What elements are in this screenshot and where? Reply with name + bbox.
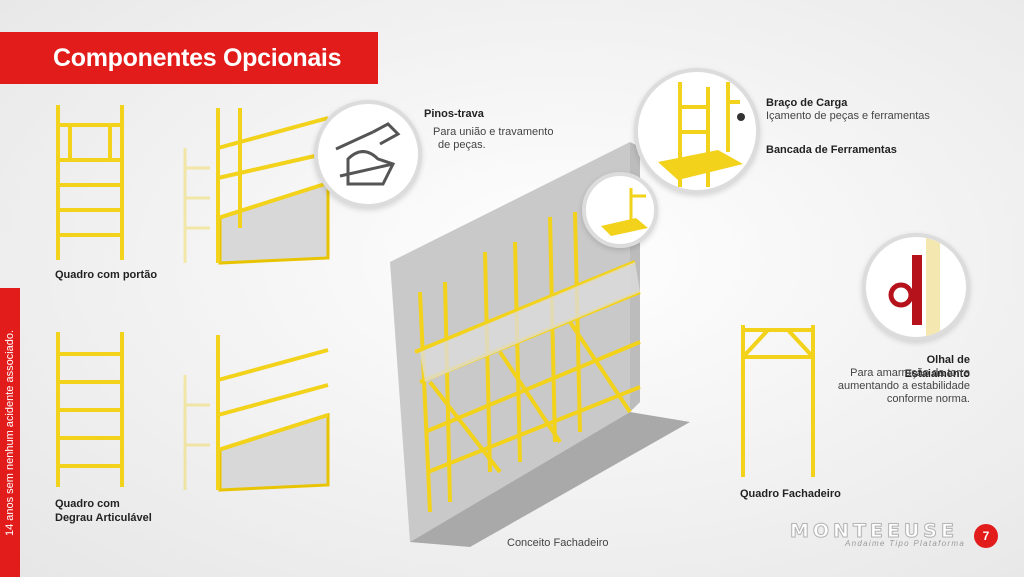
load-arm-icon — [658, 82, 745, 187]
eye-bolt-icon — [888, 237, 940, 337]
page-title: Componentes Opcionais — [0, 32, 378, 84]
pin-icon — [335, 122, 401, 186]
pins-title: Pinos-trava — [424, 108, 484, 120]
page-number: 7 — [974, 524, 998, 548]
gate-frame-label: Quadro com portão — [55, 269, 158, 281]
bench-small-callout — [582, 172, 658, 248]
bench-small-icon — [601, 188, 648, 236]
arm-callout — [634, 68, 760, 194]
facade-frame-label: Quadro Fachadeiro — [740, 488, 841, 500]
arm-desc: Içamento de peças e ferramentas — [766, 110, 930, 122]
step-platform-illustration — [183, 335, 330, 492]
eye-callout — [862, 233, 970, 341]
brand-tagline: Andaime Tipo Plataforma — [845, 539, 966, 548]
eye-desc-1: Para amarração da torre — [850, 367, 970, 379]
facade-concept-illustration — [390, 142, 690, 547]
side-banner: 14 anos sem nenhum acidente associado. — [0, 288, 20, 577]
pins-desc-2: de peças. — [438, 139, 486, 151]
step-frame-illustration — [56, 332, 124, 487]
page-title-text: Componentes Opcionais — [53, 43, 342, 72]
eye-desc-3: conforme norma. — [886, 393, 970, 405]
pins-desc-1: Para união e travamento — [433, 126, 554, 138]
bench-title: Bancada de Ferramentas — [766, 144, 897, 156]
side-banner-text: 14 anos sem nenhum acidente associado. — [4, 329, 17, 536]
step-frame-label-1: Quadro com — [55, 498, 120, 510]
gate-platform-illustration — [183, 108, 330, 265]
facade-frame-illustration — [741, 325, 815, 477]
eye-desc-2: aumentando a estabilidade — [837, 380, 970, 392]
brand-logo: MONTEEUSE Andaime Tipo Plataforma — [790, 520, 970, 549]
step-frame-label-2: Degrau Articulável — [55, 512, 152, 524]
arm-title: Braço de Carga — [766, 97, 848, 109]
eye-title: Olhal de Estaiamento — [904, 354, 970, 380]
concept-label: Conceito Fachadeiro — [507, 537, 609, 549]
pins-callout — [314, 100, 422, 208]
brand-name: MONTEEUSE — [790, 520, 958, 543]
gate-frame-illustration — [56, 105, 124, 260]
